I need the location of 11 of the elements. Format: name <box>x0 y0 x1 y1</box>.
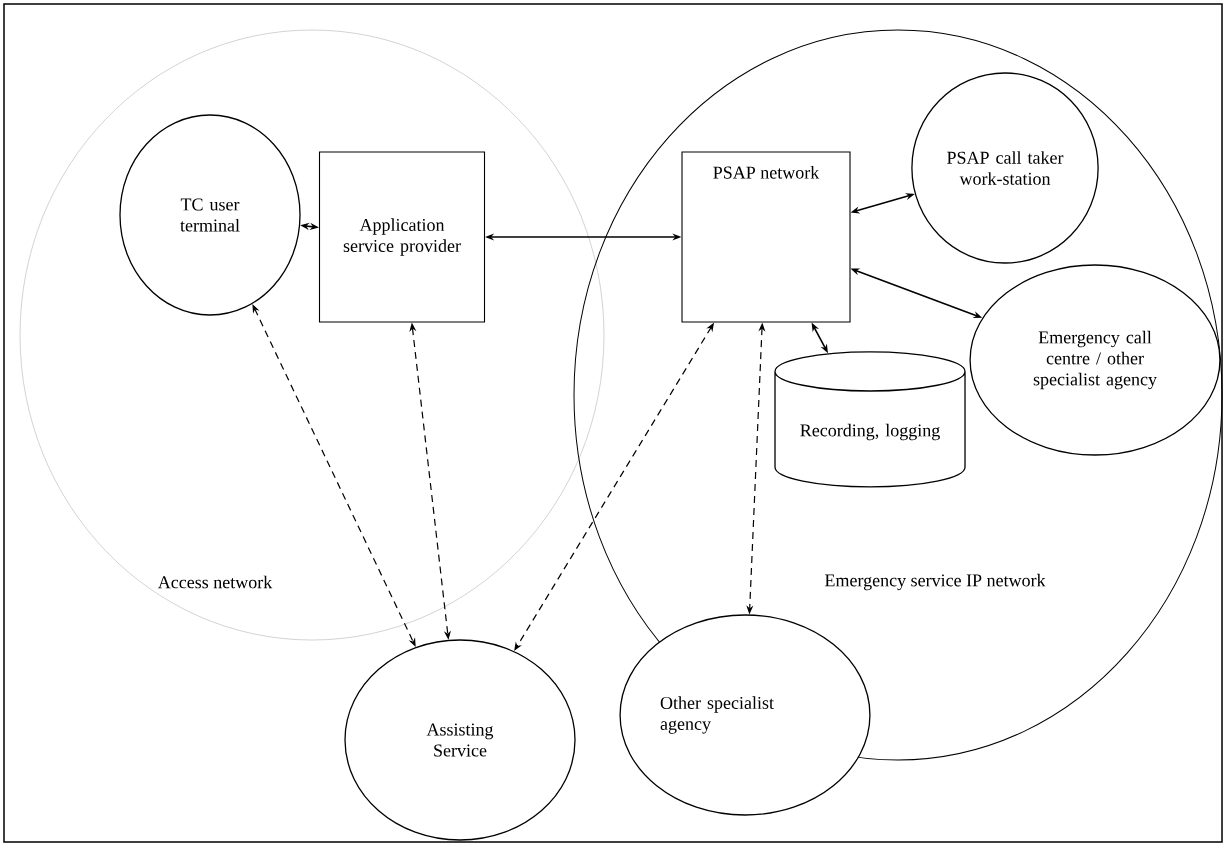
circle-node: Emergency call centre / other specialist agency <box>969 264 1221 456</box>
process-box: Application service provider <box>318 151 486 323</box>
network-label: Access network <box>157 575 273 589</box>
circle-node: Assisting Service <box>344 639 576 841</box>
network-label: Emergency service IP network <box>825 573 1046 591</box>
database-cylinder: Recording, logging <box>774 351 966 488</box>
circle-node: Other specialist agency <box>619 614 871 816</box>
circle-node: PSAP call taker work-station <box>911 72 1099 264</box>
circle-node: TC user terminal <box>119 114 301 316</box>
node-label: Emergency call centre / other specialist agency <box>1033 330 1157 390</box>
process-box: PSAP network <box>681 151 851 323</box>
